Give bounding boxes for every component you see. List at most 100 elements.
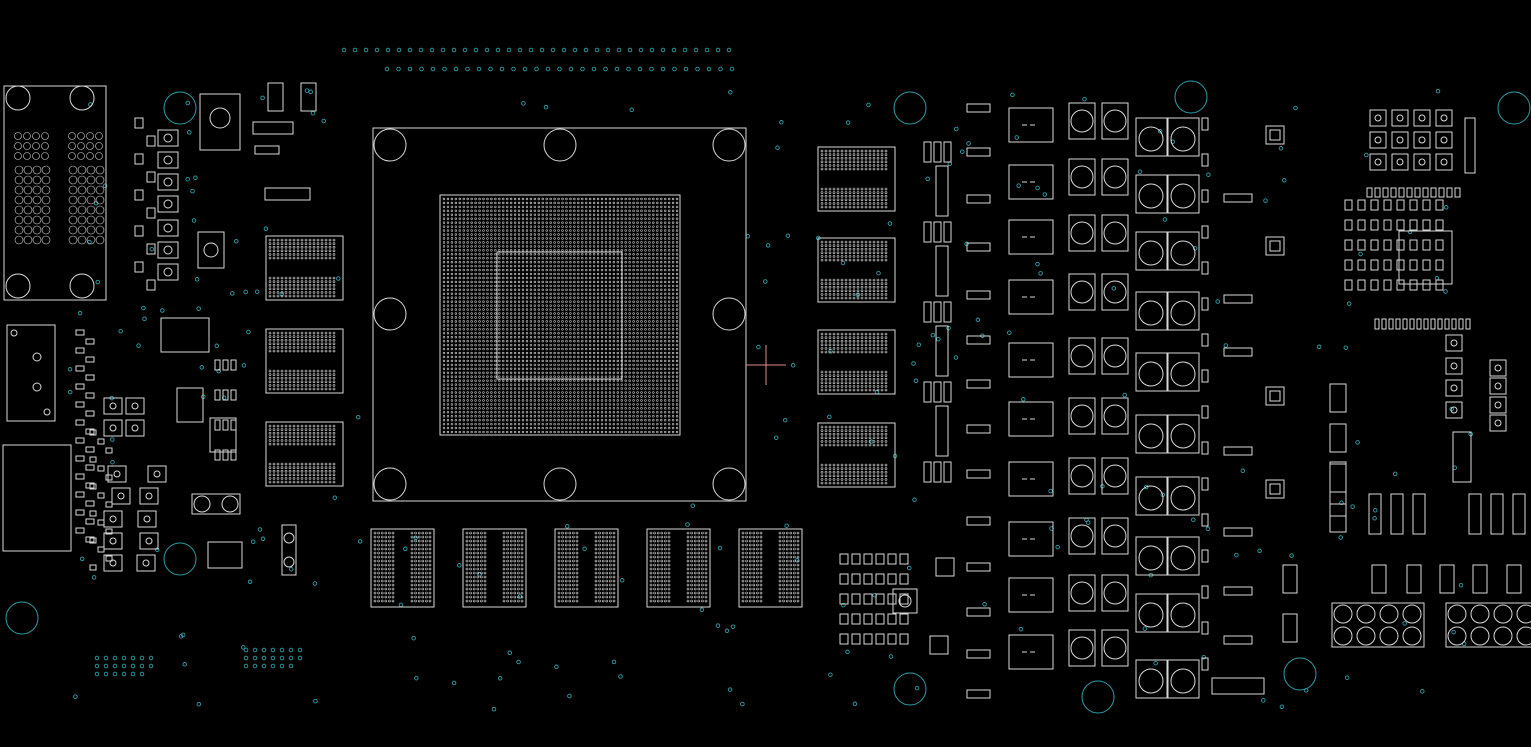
pad bbox=[482, 387, 485, 390]
pad bbox=[636, 363, 639, 367]
pad bbox=[276, 480, 280, 484]
pad bbox=[541, 324, 544, 327]
pad bbox=[648, 257, 651, 260]
pad bbox=[462, 197, 465, 201]
via bbox=[357, 539, 363, 544]
pad bbox=[482, 288, 485, 292]
pad bbox=[470, 237, 473, 240]
pad bbox=[640, 336, 643, 339]
pad bbox=[632, 300, 635, 303]
pad bbox=[454, 229, 458, 232]
pad bbox=[592, 300, 596, 303]
via bbox=[616, 47, 622, 53]
pad bbox=[624, 407, 627, 410]
pad bbox=[494, 419, 497, 422]
pad bbox=[502, 387, 505, 390]
pad bbox=[616, 237, 619, 240]
pad bbox=[482, 379, 485, 382]
pad bbox=[565, 284, 568, 288]
via bbox=[288, 655, 294, 661]
ic-package bbox=[103, 510, 123, 528]
via bbox=[279, 291, 285, 297]
smd-component bbox=[146, 243, 156, 255]
pad bbox=[592, 411, 596, 414]
pad bbox=[561, 257, 564, 260]
pad bbox=[656, 347, 659, 351]
pad bbox=[474, 237, 477, 240]
pad bbox=[584, 292, 588, 295]
pad bbox=[474, 411, 477, 414]
pad bbox=[490, 403, 493, 406]
pad bbox=[506, 415, 509, 418]
pad bbox=[292, 428, 296, 431]
pad bbox=[466, 430, 469, 434]
pad bbox=[581, 221, 584, 224]
pad bbox=[663, 201, 667, 205]
pad bbox=[332, 384, 336, 387]
pad bbox=[324, 249, 328, 253]
pad bbox=[656, 391, 659, 394]
pad bbox=[268, 424, 272, 428]
pad bbox=[509, 261, 513, 264]
pad bbox=[565, 419, 568, 422]
pad bbox=[636, 411, 639, 414]
pad bbox=[604, 324, 608, 327]
pad bbox=[513, 422, 517, 426]
pad bbox=[667, 213, 671, 217]
pad bbox=[533, 422, 537, 426]
pad bbox=[304, 469, 308, 473]
pad bbox=[446, 253, 450, 256]
pad bbox=[592, 217, 596, 220]
pad bbox=[458, 233, 461, 236]
pad bbox=[553, 300, 556, 303]
pad bbox=[300, 256, 304, 260]
ic-package bbox=[157, 241, 179, 259]
pad bbox=[268, 331, 272, 335]
pad bbox=[521, 422, 525, 426]
via bbox=[695, 66, 700, 72]
pad bbox=[588, 261, 592, 264]
pad bbox=[268, 291, 272, 294]
pad bbox=[288, 280, 292, 283]
pad bbox=[573, 237, 576, 240]
pad bbox=[616, 379, 619, 382]
pad bbox=[529, 332, 533, 335]
pad bbox=[600, 280, 604, 284]
pad bbox=[577, 304, 580, 307]
pad bbox=[569, 241, 572, 244]
pad bbox=[840, 167, 844, 171]
pad bbox=[506, 300, 509, 303]
pad bbox=[517, 253, 521, 256]
pad bbox=[573, 276, 576, 280]
pad bbox=[652, 363, 655, 367]
pad bbox=[304, 376, 308, 380]
pad bbox=[525, 399, 529, 402]
pad bbox=[288, 428, 292, 431]
pad bbox=[640, 379, 643, 382]
gpu-bga-package[interactable] bbox=[372, 127, 747, 502]
pad bbox=[652, 332, 655, 335]
pad bbox=[573, 422, 576, 426]
pad bbox=[612, 320, 616, 323]
pad bbox=[529, 229, 533, 232]
pad bbox=[308, 280, 312, 283]
pad bbox=[32, 185, 42, 195]
pad bbox=[521, 375, 525, 378]
pad bbox=[296, 431, 300, 435]
pad bbox=[581, 268, 584, 272]
pad bbox=[280, 256, 284, 260]
pad bbox=[462, 395, 465, 398]
pad bbox=[640, 257, 643, 260]
pad bbox=[494, 343, 497, 347]
pad bbox=[660, 249, 663, 252]
pad bbox=[624, 245, 627, 248]
pin bbox=[163, 155, 173, 165]
pad bbox=[864, 149, 868, 153]
pad bbox=[324, 245, 328, 249]
pad bbox=[308, 287, 312, 291]
via bbox=[1035, 261, 1040, 267]
pad bbox=[529, 347, 533, 351]
pad bbox=[573, 359, 576, 363]
smd-component bbox=[134, 225, 144, 237]
